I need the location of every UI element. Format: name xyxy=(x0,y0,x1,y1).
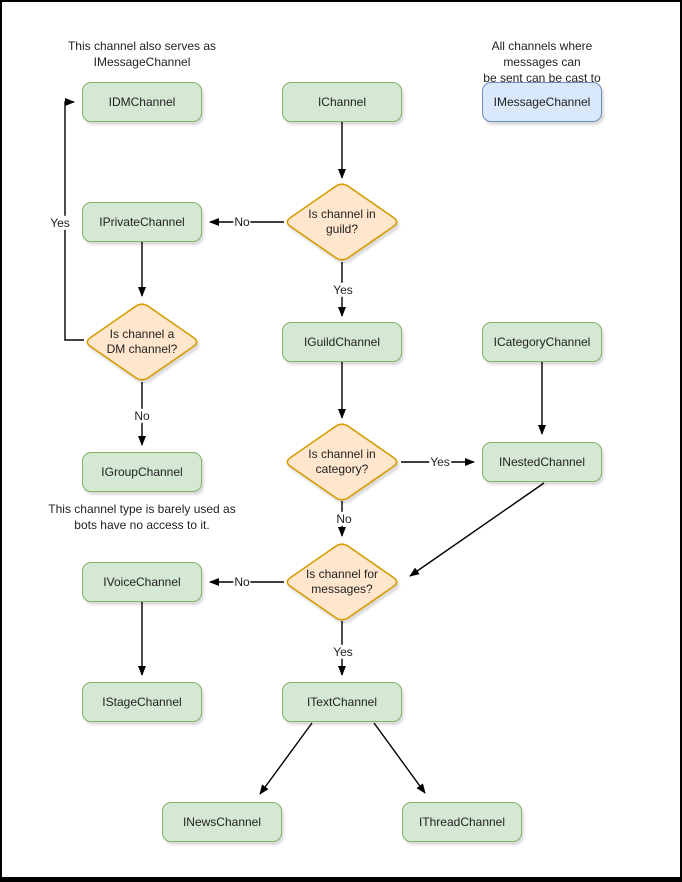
node-istagechannel: IStageChannel xyxy=(82,682,202,722)
node-inestedchannel: INestedChannel xyxy=(482,442,602,482)
decision-shape xyxy=(86,303,198,381)
edge-label-category-yes: Yes xyxy=(429,454,451,470)
node-imessagechannel: IMessageChannel xyxy=(482,82,602,122)
arrow-itextchannel-to-ithreadchannel xyxy=(373,722,426,794)
edge-label-guild-no: No xyxy=(233,214,251,230)
decision-shape xyxy=(286,543,398,621)
decision-label: Is channel a DM channel? xyxy=(106,327,178,356)
note-dm-serves: This channel also serves as IMessageChan… xyxy=(67,39,217,70)
decision-label: Is channel for messages? xyxy=(305,567,379,596)
edge-label-messages-yes: Yes xyxy=(332,644,354,660)
edge-label-dm-no: No xyxy=(133,408,151,424)
decision-label: Is channel in guild? xyxy=(308,207,376,236)
node-ichannel: IChannel xyxy=(282,82,402,122)
decision-is-channel-for-messages: Is channel for messages? xyxy=(284,542,400,622)
arrow-inestedchannel-to-formessages xyxy=(409,482,545,577)
decision-is-channel-in-guild: Is channel in guild? xyxy=(284,182,400,262)
node-iprivatechannel: IPrivateChannel xyxy=(82,202,202,242)
decision-label: Is channel in category? xyxy=(308,447,376,476)
node-iguildchannel: IGuildChannel xyxy=(282,322,402,362)
node-igroupchannel: IGroupChannel xyxy=(82,452,202,492)
edge-label-messages-no: No xyxy=(233,574,251,590)
decision-is-channel-in-category: Is channel in category? xyxy=(284,422,400,502)
note-message-cast: All channels where messages can be sent … xyxy=(483,39,601,102)
edge-label-category-no: No xyxy=(335,511,353,527)
node-inewschannel: INewsChannel xyxy=(162,802,282,842)
node-idmchannel: IDMChannel xyxy=(82,82,202,122)
node-ithreadchannel: IThreadChannel xyxy=(402,802,522,842)
node-icategorychannel: ICategoryChannel xyxy=(482,322,602,362)
note-group-barely-used: This channel type is barely used as bots… xyxy=(48,502,236,533)
decision-is-channel-a-dm: Is channel a DM channel? xyxy=(84,302,200,382)
decision-shape xyxy=(286,183,398,261)
node-itextchannel: ITextChannel xyxy=(282,682,402,722)
edge-label-guild-yes: Yes xyxy=(332,282,354,298)
edge-label-dm-yes: Yes xyxy=(49,215,71,231)
node-ivoicechannel: IVoiceChannel xyxy=(82,562,202,602)
decision-shape xyxy=(286,423,398,501)
arrow-itextchannel-to-inewschannel xyxy=(259,722,313,795)
